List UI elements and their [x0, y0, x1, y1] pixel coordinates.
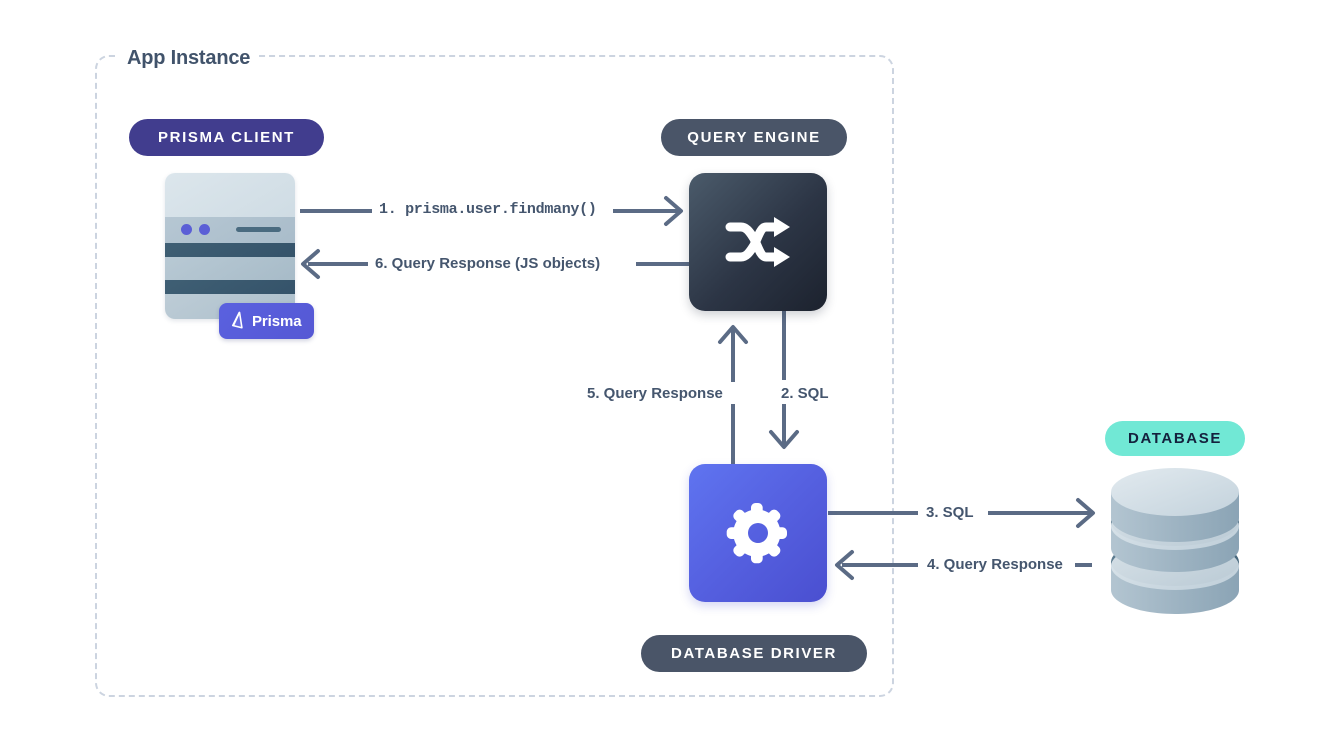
database-cylinder-icon: [1111, 468, 1239, 614]
badge-database: DATABASE: [1105, 421, 1245, 456]
flow-label-1: 1. prisma.user.findmany(): [373, 200, 603, 220]
flow-label-2: 2. SQL: [775, 384, 835, 404]
flow-label-6: 6. Query Response (JS objects): [369, 254, 607, 274]
stack-band: [165, 173, 295, 217]
query-engine-box: [689, 173, 827, 311]
gear-icon: [726, 503, 787, 564]
stack-band: [165, 257, 295, 280]
stack-dot-icon: [199, 224, 210, 235]
stacked-layers-icon: [165, 173, 295, 319]
prisma-logo-icon: [231, 311, 243, 329]
flow-label-5: 5. Query Response: [581, 384, 729, 404]
app-instance-title: App Instance: [119, 44, 259, 72]
flow-label-3: 3. SQL: [920, 503, 980, 523]
stack-band: [165, 280, 295, 294]
app-instance-boundary: [95, 55, 894, 697]
shuffle-icon: [725, 217, 790, 267]
stack-band: [165, 243, 295, 257]
badge-database-driver: DATABASE DRIVER: [641, 635, 867, 672]
badge-prisma-client: PRISMA CLIENT: [129, 119, 324, 156]
prisma-logo-badge: Prisma: [219, 303, 314, 339]
stack-bar-icon: [236, 227, 281, 232]
prisma-logo-label: Prisma: [252, 312, 302, 330]
database-driver-box: [689, 464, 827, 602]
badge-query-engine: QUERY ENGINE: [661, 119, 847, 156]
stack-dot-icon: [181, 224, 192, 235]
flow-label-4: 4. Query Response: [921, 555, 1069, 575]
